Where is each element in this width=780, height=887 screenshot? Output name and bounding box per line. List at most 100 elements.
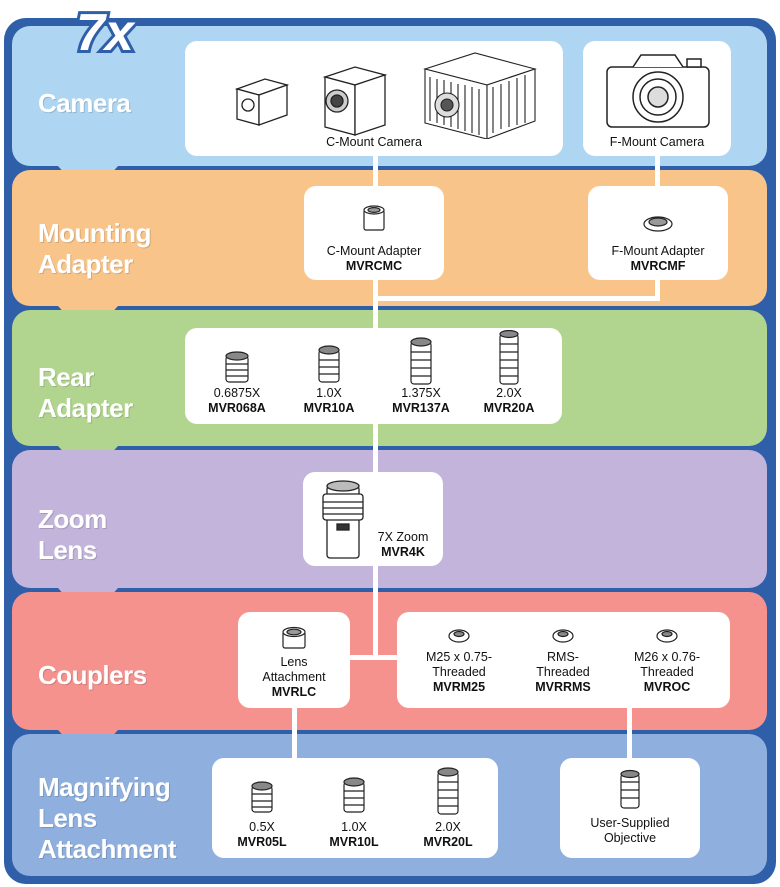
label-line: Rear [38,362,94,392]
section-label-magnifying: Magnifying Lens Attachment [38,772,177,865]
lens-icon [343,777,365,813]
lens-attachment-caption: Lens Attachment MVRLC [238,655,350,700]
magnifying-lens-item[interactable]: 1.0X MVR10L [312,764,396,850]
card-magnifying-lenses: 0.5X MVR05L 1.0X MVR10L 2.0X MVR20L [212,758,498,858]
label-line: Attachment [38,834,177,864]
adapter-part-number: MVRCMF [630,259,686,273]
adapter-name: C-Mount Adapter [326,244,422,258]
label-line: Zoom [38,504,107,534]
label-line: Magnifying [38,772,171,802]
connector-line [627,707,632,760]
rear-adapter-item[interactable]: 0.6875X MVR068A [197,334,277,416]
section-label-couplers: Couplers [38,660,147,691]
rear-adapter-part: MVR137A [392,401,450,415]
fmount-camera-caption: F-Mount Camera [609,135,705,149]
label-line: Mounting [38,218,151,248]
coupler-name-line: M25 x 0.75- [425,650,492,664]
heatsink-camera-icon [423,52,537,139]
label-line: Lens [38,535,97,565]
rear-adapter-mag: 0.6875X [213,386,261,400]
card-lens-attachment[interactable]: Lens Attachment MVRLC [238,612,350,708]
cmount-adapter-caption: C-Mount Adapter MVRCMC [304,244,444,274]
magnification-badge: 7x [72,2,152,58]
threaded-coupler-icon [552,629,574,643]
slr-camera-icon [606,54,710,128]
rear-adapter-part: MVR10A [303,401,355,415]
card-fmount-camera[interactable]: F-Mount Camera [583,41,731,156]
zoom-lens-caption: 7X Zoom MVR4K [363,530,443,560]
lens-icon [437,767,459,815]
lens-icon [499,330,519,385]
lens-icon [318,345,340,383]
rear-adapter-item[interactable]: 1.375X MVR137A [381,334,461,416]
fmount-adapter-icon [643,216,673,232]
coupler-part: MVRLC [271,685,317,699]
card-fmount-adapter[interactable]: F-Mount Adapter MVRCMF [588,186,728,280]
badge-text: 7x [76,4,136,58]
connector-line [655,278,660,300]
card-user-supplied-objective[interactable]: User-Supplied Objective [560,758,700,858]
coupler-name-line: Threaded [432,665,486,679]
threaded-coupler-item[interactable]: RMS- Threaded MVRRMS [509,620,617,695]
lens-icon [251,781,273,813]
zoom-lens-icon [322,480,364,559]
connector-line [373,296,660,301]
adapter-part-number: MVRCMC [345,259,403,273]
rear-adapter-part: MVR20A [483,401,535,415]
medium-camera-icon [322,66,388,136]
threaded-coupler-item[interactable]: M26 x 0.76- Threaded MVROC [613,620,721,695]
card-cmount-adapter[interactable]: C-Mount Adapter MVRCMC [304,186,444,280]
coupler-name-line: Threaded [536,665,590,679]
rear-adapter-item[interactable]: 2.0X MVR20A [469,330,549,416]
coupler-name-line: Lens [280,655,308,669]
cmount-camera-caption: C-Mount Camera [326,135,422,149]
connector-line [373,422,378,474]
connector-line [373,564,378,659]
connector-line [373,154,378,188]
connector-line [348,655,400,660]
zoom-lens-part: MVR4K [381,545,425,559]
card-zoom-lens[interactable]: 7X Zoom MVR4K [303,472,443,566]
threaded-coupler-icon [656,629,678,643]
rear-adapter-item[interactable]: 1.0X MVR10A [289,334,369,416]
objective-name-line: User-Supplied [590,816,670,830]
label-line: Adapter [38,249,133,279]
magnifying-lens-mag: 1.0X [341,820,367,834]
lens-attachment-icon [282,626,306,649]
magnifying-lens-part: MVR10L [329,835,379,849]
connector-line [373,278,378,330]
small-camera-icon [234,78,290,126]
card-rear-adapters: 0.6875X MVR068A 1.0X MVR10A 1.375X MVR13… [185,328,562,424]
magnifying-lens-part: MVR05L [237,835,287,849]
rear-adapter-mag: 2.0X [496,386,522,400]
section-label-camera: Camera [38,88,131,119]
coupler-name-line: RMS- [547,650,579,664]
section-label-zoom: Zoom Lens [38,504,107,566]
fmount-adapter-caption: F-Mount Adapter MVRCMF [588,244,728,274]
cmount-adapter-icon [363,205,385,231]
adapter-name: F-Mount Adapter [611,244,705,258]
objective-icon [620,769,640,809]
objective-name-line: Objective [603,831,657,845]
coupler-name-line: M26 x 0.76- [633,650,700,664]
threaded-coupler-item[interactable]: M25 x 0.75- Threaded MVRM25 [405,620,513,695]
magnifying-lens-item[interactable]: 2.0X MVR20L [406,764,490,850]
coupler-part: MVROC [643,680,691,694]
coupler-part: MVRM25 [432,680,486,694]
cmount-camera-icons [234,52,537,139]
rear-adapter-mag: 1.375X [401,386,441,400]
magnifying-lens-mag: 0.5X [249,820,275,834]
threaded-coupler-icon [448,629,470,643]
card-threaded-couplers: M25 x 0.75- Threaded MVRM25 RMS- Threade… [397,612,730,708]
connector-line [655,154,660,188]
rear-adapter-mag: 1.0X [316,386,342,400]
section-label-rear: Rear Adapter [38,362,133,424]
label-line: Lens [38,803,97,833]
lens-icon [225,351,249,383]
rear-adapter-part: MVR068A [208,401,266,415]
connector-line [292,707,297,760]
section-label-mounting: Mounting Adapter [38,218,151,280]
card-cmount-camera[interactable]: C-Mount Camera [185,41,563,156]
user-supplied-caption: User-Supplied Objective [560,816,700,846]
magnifying-lens-item[interactable]: 0.5X MVR05L [220,764,304,850]
